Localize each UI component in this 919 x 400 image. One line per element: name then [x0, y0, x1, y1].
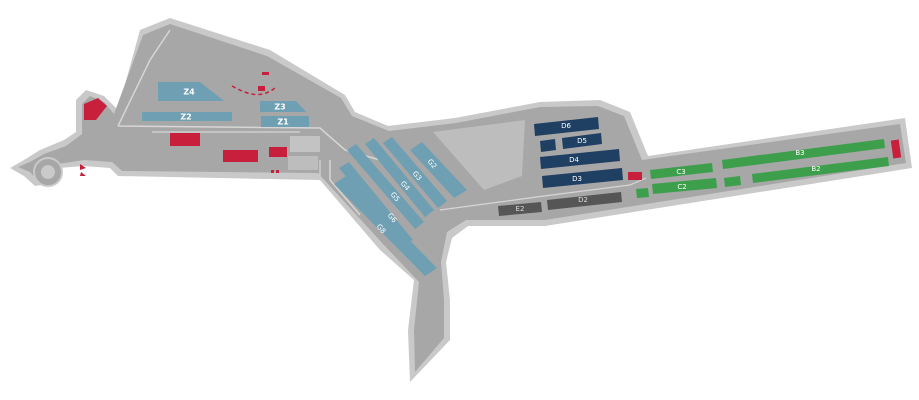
- zone-c3: [650, 163, 713, 179]
- zone-z2-label: Z2: [180, 113, 191, 122]
- zone-b3-label: B3: [795, 149, 804, 157]
- z-zones: Z4 Z2 Z3 Z1: [142, 82, 309, 127]
- red-marker: [80, 164, 86, 170]
- zone-d6: [534, 117, 599, 136]
- red-dashed-route: [231, 85, 276, 96]
- zone-d3-label: D3: [572, 175, 582, 183]
- zone-z4: [158, 82, 224, 101]
- zone-c2-label: C2: [677, 183, 686, 191]
- zone-d5-label: D5: [577, 137, 587, 145]
- zone-b2-label: B2: [811, 165, 820, 173]
- red-building: [269, 147, 287, 157]
- site-main-area: [18, 24, 906, 372]
- zone-e2: [498, 202, 542, 216]
- zone-d4: [540, 149, 620, 169]
- red-buildings: [80, 72, 902, 180]
- zone-z1-label: Z1: [277, 118, 289, 127]
- internal-road: [152, 131, 647, 211]
- red-building: [223, 150, 258, 162]
- roundabout-island: [41, 165, 55, 179]
- zone-g2: [410, 142, 467, 198]
- zone-d5-block: [540, 139, 556, 152]
- red-marker: [258, 86, 265, 91]
- zone-d6-label: D6: [561, 122, 571, 130]
- zone-z1: [261, 116, 309, 127]
- zone-g8: [334, 176, 437, 276]
- zone-c2-block: [636, 188, 649, 198]
- c-b-zones: C3 C2 B3 B2: [636, 139, 889, 198]
- zone-z2: [142, 112, 232, 121]
- zone-z3-label: Z3: [274, 103, 285, 112]
- parking-pad: [290, 136, 320, 152]
- zone-z4-label: Z4: [183, 88, 195, 97]
- red-building: [628, 172, 642, 180]
- red-building: [890, 139, 902, 159]
- zone-b2: [752, 157, 889, 183]
- d-zones: D6 D5 D4 D3: [534, 117, 623, 188]
- zone-c3-label: C3: [676, 168, 685, 176]
- zone-d3: [542, 168, 623, 188]
- storage-yard: [433, 120, 525, 190]
- red-building: [84, 98, 107, 120]
- g-zones: G2 G3 G4 G5 G6 G8: [334, 137, 467, 276]
- zone-b3: [722, 139, 885, 169]
- red-marker: [276, 170, 279, 173]
- red-marker: [80, 172, 86, 176]
- red-marker: [262, 72, 269, 75]
- zone-g5: [347, 144, 424, 229]
- zone-d4-label: D4: [569, 156, 579, 164]
- zone-g6: [339, 162, 413, 246]
- zone-d2: [547, 192, 622, 210]
- red-building: [170, 133, 200, 146]
- zone-d2-label: D2: [578, 196, 588, 204]
- zone-c2: [652, 178, 717, 194]
- site-ground: [10, 18, 912, 382]
- zone-g4: [365, 138, 434, 217]
- e-zones: E2 D2: [498, 192, 622, 216]
- zone-g3: [383, 137, 447, 208]
- zone-e2-label: E2: [516, 205, 525, 213]
- zone-d5: [562, 133, 602, 149]
- zone-z3: [260, 101, 306, 112]
- zone-b2-block: [724, 176, 741, 187]
- parking-pad: [288, 156, 318, 170]
- red-marker: [271, 170, 274, 173]
